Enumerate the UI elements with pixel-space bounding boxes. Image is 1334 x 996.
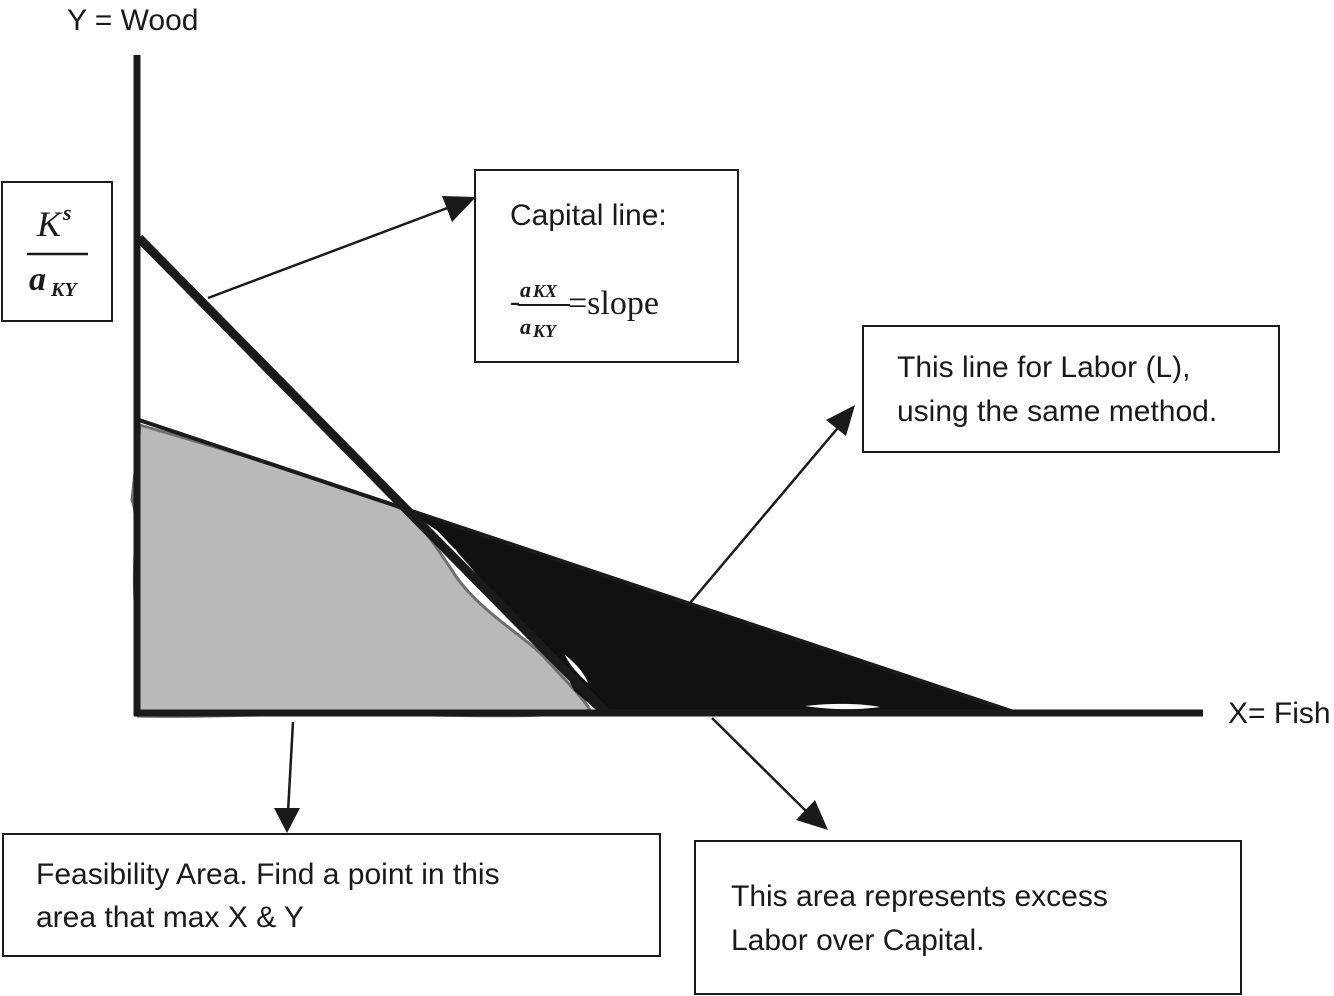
y-axis-label: Y = Wood — [67, 4, 198, 37]
excess-arrow-shaft — [711, 717, 811, 816]
slope-den-sub: KY — [532, 321, 558, 341]
excess-area-gap-1 — [805, 703, 880, 710]
labor-arrow-shaft — [689, 422, 843, 604]
feasibility-box — [2, 833, 661, 957]
excess-labor-text-1: This area represents excess — [731, 880, 1108, 913]
capital-line-box — [474, 169, 739, 363]
capital-arrow-shaft — [207, 202, 459, 300]
labor-line — [138, 418, 1015, 714]
excess-arrow-head — [796, 800, 828, 830]
intercept-denominator-sub: KY — [50, 279, 78, 301]
feasibility-arrow-head — [274, 808, 300, 833]
labor-line-box — [862, 325, 1280, 453]
x-axis-label: X= Fish — [1228, 697, 1331, 730]
slope-minus: - — [510, 285, 520, 318]
slope-den-main: a — [520, 314, 531, 339]
feasibility-text-2: area that max X & Y — [36, 901, 304, 934]
labor-line-text-1: This line for Labor (L), — [897, 351, 1190, 384]
capital-line — [135, 234, 610, 716]
intercept-label-box — [1, 181, 113, 322]
capital-line-title: Capital line: — [510, 199, 667, 232]
capital-arrow-head — [442, 196, 476, 222]
slope-num-sub: KX — [532, 281, 558, 301]
excess-labor-box — [694, 840, 1242, 995]
intercept-denominator: a — [29, 261, 46, 298]
slope-num-main: a — [520, 277, 531, 302]
excess-labor-text-2: Labor over Capital. — [731, 924, 984, 957]
excess-area-gap-3 — [565, 655, 588, 683]
labor-arrow-head — [826, 405, 855, 436]
intercept-numerator-sup: s — [62, 200, 72, 225]
slope-suffix: =slope — [568, 285, 659, 322]
feasibility-text-1: Feasibility Area. Find a point in this — [36, 858, 500, 891]
intercept-numerator: K — [36, 204, 63, 244]
labor-line-text-2: using the same method. — [897, 395, 1217, 428]
feasibility-arrow-shaft — [286, 721, 295, 813]
excess-area-gap-2 — [455, 548, 476, 585]
